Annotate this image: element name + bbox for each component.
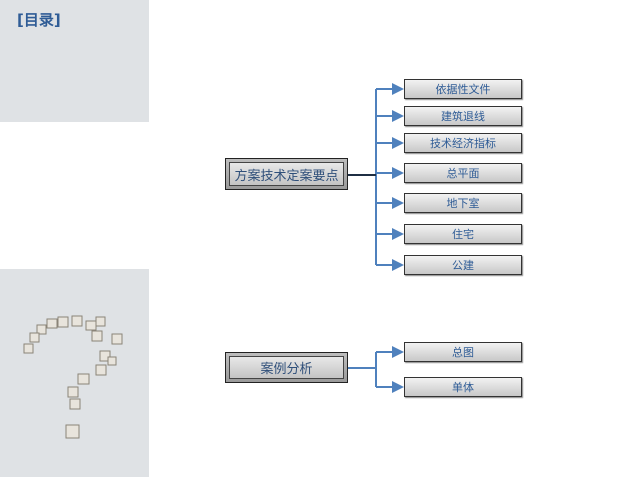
node-master-plan[interactable]: 总图 [404,342,522,362]
node-setback[interactable]: 建筑退线 [404,106,522,126]
node-documents[interactable]: 依据性文件 [404,79,522,99]
toc-panel [0,0,149,122]
node-indicators[interactable]: 技术经济指标 [404,133,522,153]
main-node-technical[interactable]: 方案技术定案要点 [225,158,348,190]
node-single-building[interactable]: 单体 [404,377,522,397]
main-node-case[interactable]: 案例分析 [225,352,348,383]
image-panel [0,269,149,477]
node-public[interactable]: 公建 [404,255,522,275]
node-site-plan[interactable]: 总平面 [404,163,522,183]
question-mark-cubes-icon [23,315,123,439]
node-residential[interactable]: 住宅 [404,224,522,244]
node-basement[interactable]: 地下室 [404,193,522,213]
toc-title: [目录] [17,11,61,29]
